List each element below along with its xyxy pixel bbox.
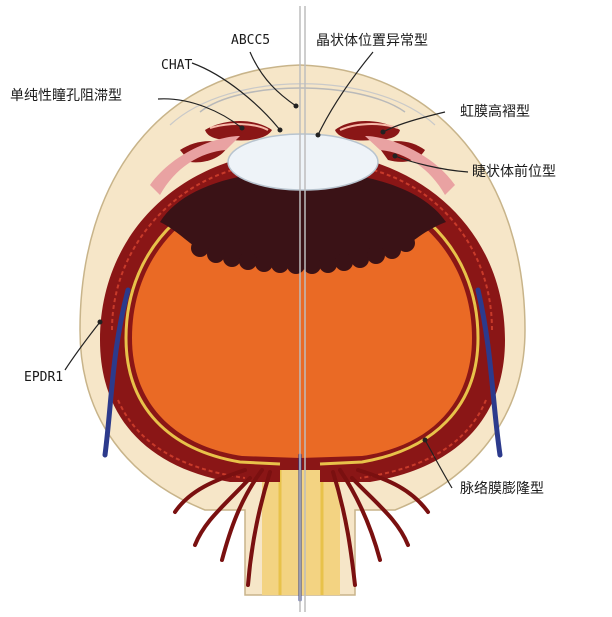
lens — [228, 134, 378, 190]
label-anterior-ciliary-type: 睫状体前位型 — [472, 164, 556, 180]
label-plateau-iris-type: 虹膜高褶型 — [460, 104, 530, 120]
label-pupil-block-type: 单纯性瞳孔阻滞型 — [10, 88, 122, 104]
label-chat: CHAT — [161, 58, 192, 74]
label-epdr1: EPDR1 — [24, 370, 63, 386]
label-abcc5: ABCC5 — [231, 33, 270, 49]
label-lens-position-type: 晶状体位置异常型 — [316, 33, 428, 49]
label-choroidal-expansion-type: 脉络膜膨隆型 — [460, 481, 544, 497]
